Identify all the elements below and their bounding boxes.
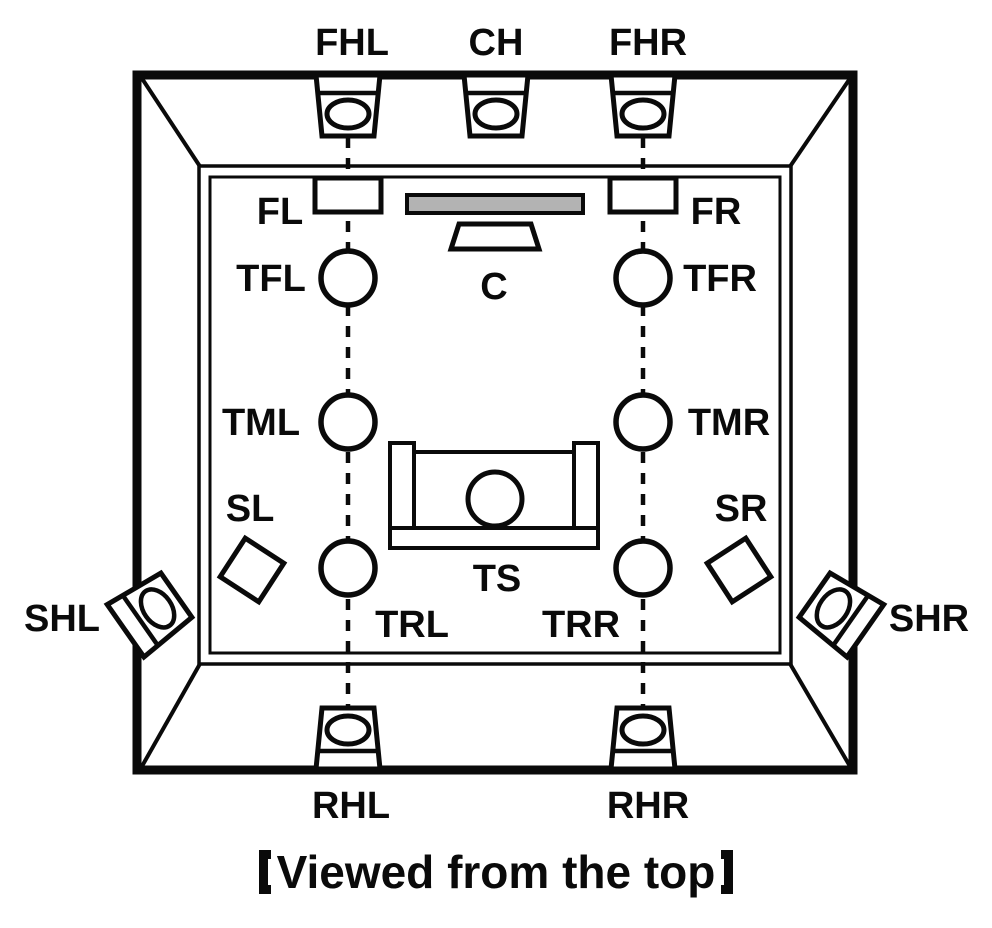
diagram-caption: Viewed from the top (0, 841, 992, 903)
speaker-tfr (613, 248, 673, 308)
right-lenticular-bracket (721, 850, 734, 894)
speaker-ch (461, 72, 531, 139)
floor-inner-line (208, 175, 782, 655)
speaker-cone-ellipse (472, 97, 520, 131)
speaker-rhr (608, 705, 678, 772)
speaker-fhl (313, 72, 383, 139)
speaker-c (447, 221, 543, 252)
left-lenticular-bracket (258, 850, 271, 894)
speaker-tfl (318, 248, 378, 308)
speaker-cone-ellipse (324, 97, 372, 131)
speaker-trl (318, 538, 378, 598)
label-shl: SHL (24, 598, 100, 640)
label-fhl: FHL (315, 22, 389, 64)
speaker-fhr (608, 72, 678, 139)
corner-diagonal-top-right (787, 75, 853, 170)
label-rhl: RHL (312, 785, 390, 827)
speaker-trr (613, 538, 673, 598)
label-ch: CH (469, 22, 524, 64)
sofa-left-arm (388, 441, 416, 530)
label-fr: FR (691, 191, 742, 233)
caption-text: Viewed from the top (276, 846, 716, 898)
label-tfr: TFR (683, 258, 757, 300)
label-tfl: TFL (236, 258, 306, 300)
speaker-sr (703, 534, 775, 606)
label-trr: TRR (542, 604, 620, 646)
speaker-cone-ellipse (814, 587, 853, 630)
label-sl: SL (226, 488, 275, 530)
sofa-right-arm (572, 441, 600, 530)
sofa (388, 441, 600, 550)
label-tmr: TMR (688, 402, 770, 444)
speaker-shl (103, 569, 196, 661)
corner-diagonal-top-left (139, 75, 203, 170)
label-sr: SR (715, 488, 768, 530)
listener-head (465, 469, 525, 529)
label-c: C (480, 266, 507, 308)
speaker-rhl (313, 705, 383, 772)
label-rhr: RHR (607, 785, 689, 827)
sofa-backrest (388, 526, 600, 550)
tv-screen (405, 193, 585, 215)
speaker-cone-ellipse (619, 97, 667, 131)
label-fhr: FHR (609, 22, 687, 64)
speaker-fr (607, 175, 679, 215)
speaker-sl (216, 534, 288, 606)
room-top-view-svg: FHL CH FHR FL FR C TFL TFR TML TMR SL SR… (24, 22, 969, 827)
label-ts: TS (473, 558, 522, 600)
speaker-cone-ellipse (324, 713, 372, 747)
speaker-shr (795, 569, 888, 661)
speaker-tml (318, 392, 378, 452)
label-trl: TRL (375, 604, 449, 646)
speaker-fl (312, 175, 384, 215)
corner-diagonal-bottom-right (787, 660, 853, 770)
speaker-cone-ellipse (138, 587, 177, 630)
label-fl: FL (257, 191, 303, 233)
speaker-cone-ellipse (619, 713, 667, 747)
label-tml: TML (222, 402, 300, 444)
corner-diagonal-bottom-left (139, 661, 203, 769)
label-shr: SHR (889, 598, 969, 640)
speaker-tmr (613, 392, 673, 452)
